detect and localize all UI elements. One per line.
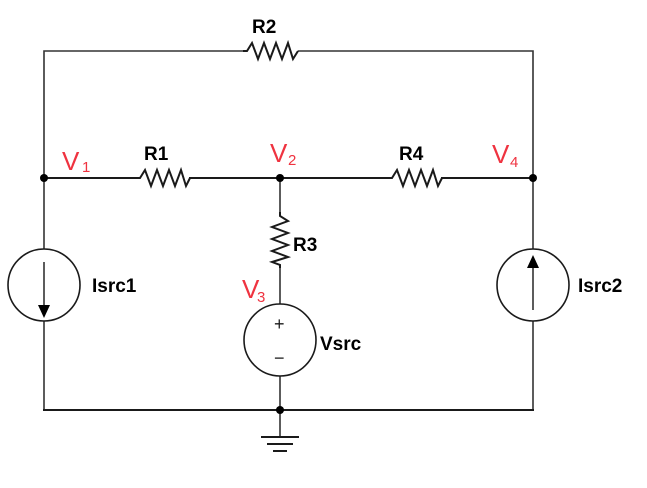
- svg-text:V: V: [62, 146, 80, 176]
- r1-label: R1: [144, 144, 169, 165]
- isrc1-label: Isrc1: [92, 276, 137, 297]
- junction-v4: [529, 174, 537, 182]
- svg-text:V: V: [242, 274, 260, 304]
- vsrc-label: Vsrc: [320, 334, 362, 355]
- arrow-down-icon: [38, 305, 50, 318]
- wire-top: [43, 50, 534, 178]
- node-label-v4: V 4: [492, 139, 518, 171]
- plus-icon: +: [274, 314, 285, 334]
- svg-text:3: 3: [257, 289, 265, 306]
- resistor-r2[interactable]: [243, 39, 299, 62]
- svg-text:4: 4: [510, 154, 518, 171]
- svg-text:1: 1: [82, 159, 90, 176]
- resistor-r4[interactable]: [387, 166, 443, 189]
- minus-icon: −: [274, 348, 285, 368]
- node-label-v2: V 2: [270, 138, 296, 169]
- voltage-source-vsrc[interactable]: + −: [243, 303, 317, 377]
- svg-text:2: 2: [288, 152, 296, 169]
- r4-label: R4: [399, 144, 424, 165]
- ground-icon: [261, 436, 299, 452]
- r2-label: R2: [252, 17, 276, 38]
- junction-v2: [276, 174, 284, 182]
- current-source-isrc1[interactable]: [7, 248, 81, 322]
- junction-ground: [276, 406, 284, 414]
- resistor-r3[interactable]: [268, 212, 292, 268]
- node-label-v3: V 3: [242, 274, 265, 306]
- current-source-isrc2[interactable]: [496, 248, 570, 322]
- svg-text:V: V: [492, 139, 510, 169]
- svg-text:V: V: [270, 138, 288, 168]
- resistor-r1[interactable]: [135, 166, 191, 189]
- junction-v1: [40, 174, 48, 182]
- r3-label: R3: [293, 235, 317, 256]
- arrow-up-icon: [527, 255, 539, 268]
- node-label-v1: V 1: [62, 146, 90, 176]
- isrc2-label: Isrc2: [578, 276, 622, 297]
